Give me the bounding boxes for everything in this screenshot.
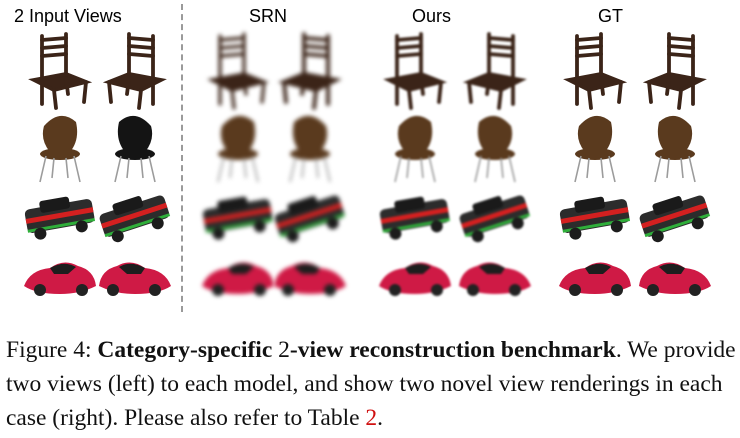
chair-wooden-render-7 bbox=[635, 30, 715, 110]
chair-wooden-render-4 bbox=[375, 30, 455, 110]
chair-shell-render-1 bbox=[95, 106, 175, 186]
chair-wooden-render-2 bbox=[198, 30, 278, 110]
column-title-input: 2 Input Views bbox=[14, 6, 122, 26]
chair-shell-render-4 bbox=[375, 106, 455, 186]
car-muscle-render-2 bbox=[198, 178, 278, 258]
chair-shell-render-3 bbox=[270, 106, 350, 186]
car-muscle-render-6 bbox=[555, 178, 635, 258]
car-muscle-render-7 bbox=[635, 178, 715, 258]
caption-bold-2: -view reconstruction benchmark bbox=[289, 337, 616, 363]
column-title-gt: GT bbox=[598, 6, 623, 26]
car-muscle-render-1 bbox=[95, 178, 175, 258]
car-muscle-render-5 bbox=[455, 178, 535, 258]
chair-wooden-render-1 bbox=[95, 30, 175, 110]
chair-wooden-render-6 bbox=[555, 30, 635, 110]
figure-panel: 2 Input Views SRN Ours GT bbox=[14, 4, 715, 320]
chair-wooden-render-5 bbox=[455, 30, 535, 110]
car-muscle-render-0 bbox=[20, 178, 100, 258]
chair-shell-render-6 bbox=[555, 106, 635, 186]
caption-period: . bbox=[615, 337, 622, 363]
caption-end: . bbox=[377, 405, 384, 431]
column-title-ours: Ours bbox=[412, 6, 452, 26]
column-title-srn: SRN bbox=[249, 6, 288, 26]
figure-caption: Figure 4: Category-specific 2-view recon… bbox=[6, 333, 736, 435]
chair-shell-render-0 bbox=[20, 106, 100, 186]
car-sports-render-1 bbox=[95, 240, 175, 320]
chair-shell-render-7 bbox=[635, 106, 715, 186]
table-ref-link[interactable]: 2 bbox=[365, 405, 378, 431]
chair-wooden-render-0 bbox=[20, 30, 100, 110]
car-sports-render-4 bbox=[375, 240, 455, 320]
caption-bold-1: Category-specific bbox=[97, 337, 279, 363]
car-sports-render-6 bbox=[555, 240, 635, 320]
chair-shell-render-2 bbox=[198, 106, 278, 186]
car-sports-render-7 bbox=[635, 240, 715, 320]
car-sports-render-5 bbox=[455, 240, 535, 320]
input-divider bbox=[181, 4, 183, 312]
chair-shell-render-5 bbox=[455, 106, 535, 186]
caption-body: We provide two views (left) to each mode… bbox=[6, 337, 736, 431]
car-sports-render-2 bbox=[198, 240, 278, 320]
caption-label: Figure 4: bbox=[6, 337, 98, 363]
car-sports-render-0 bbox=[20, 240, 100, 320]
car-muscle-render-3 bbox=[270, 178, 350, 258]
chair-wooden-render-3 bbox=[270, 30, 350, 110]
car-muscle-render-4 bbox=[375, 178, 455, 258]
caption-num: 2 bbox=[278, 337, 290, 363]
car-sports-render-3 bbox=[270, 240, 350, 320]
